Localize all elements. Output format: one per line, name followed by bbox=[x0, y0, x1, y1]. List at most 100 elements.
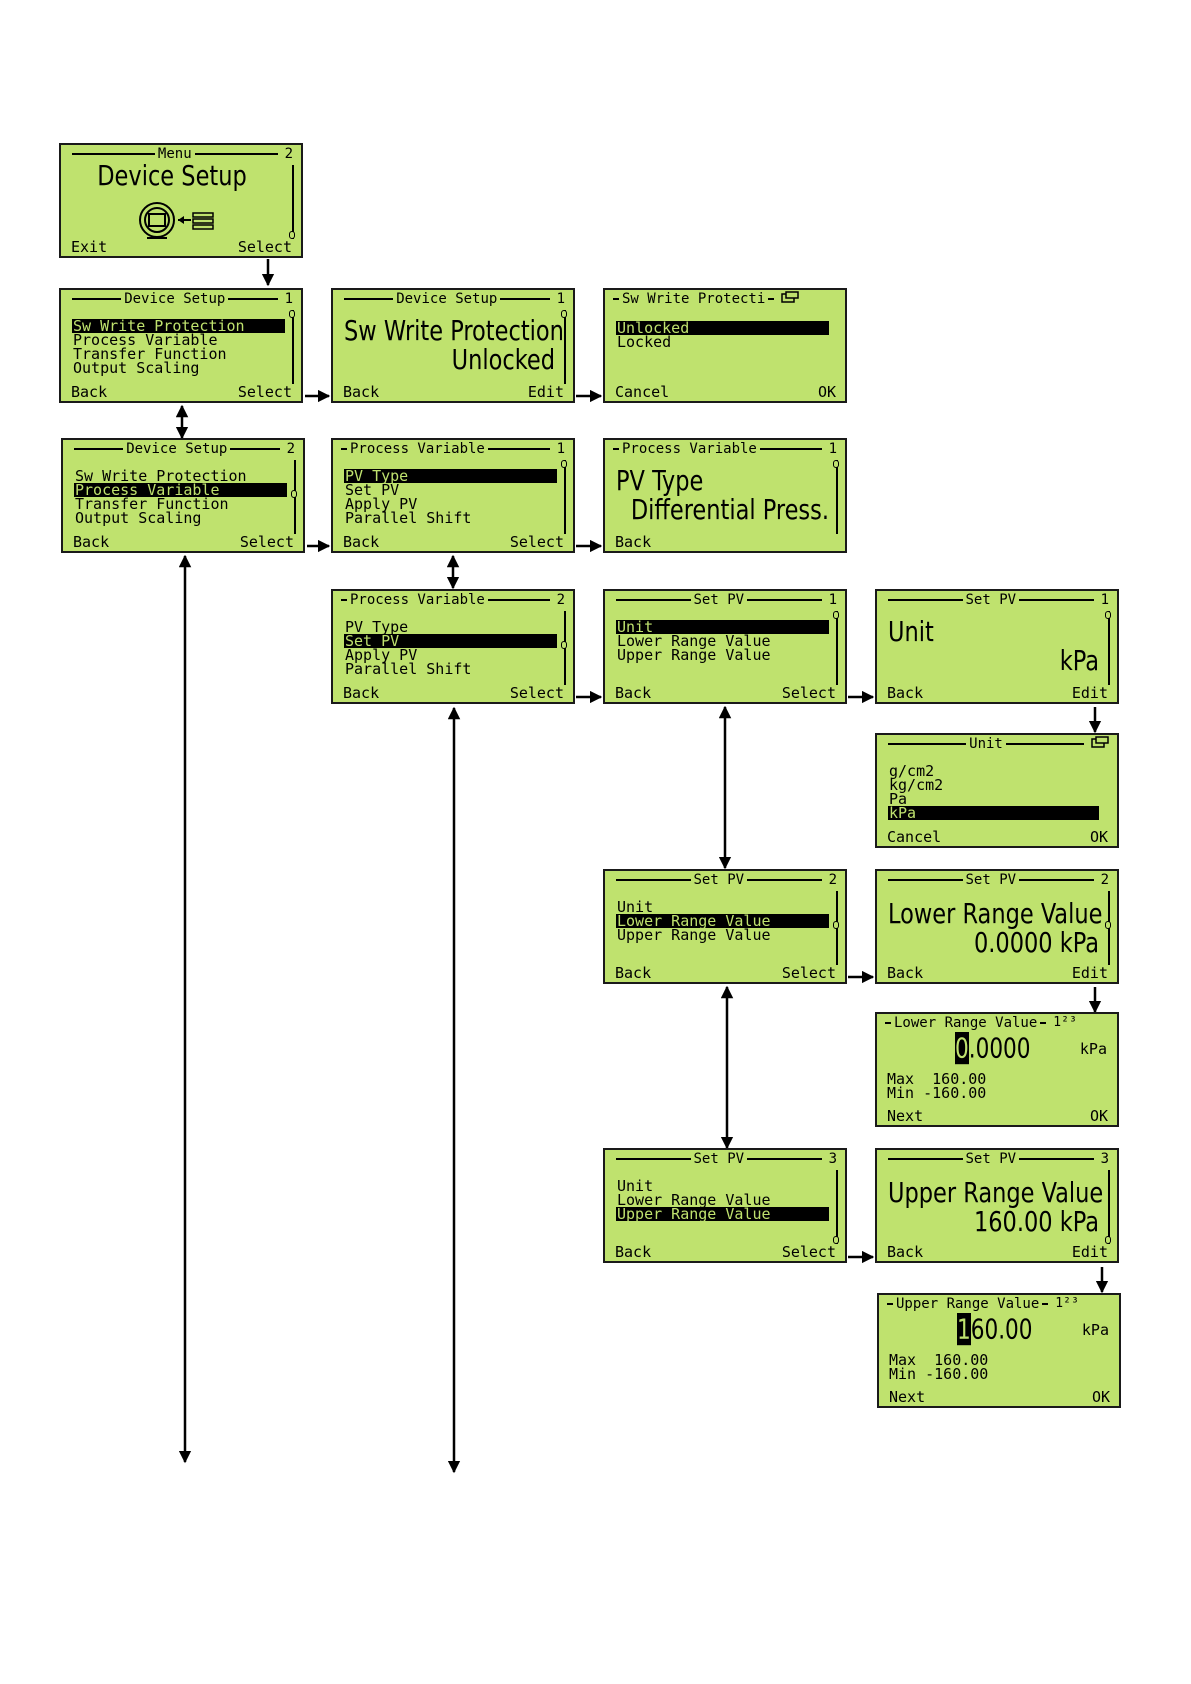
scrollbar[interactable] bbox=[1105, 1170, 1111, 1244]
scrollbar[interactable] bbox=[561, 611, 567, 685]
right-softkey[interactable]: Select bbox=[509, 684, 564, 702]
page-number: 3 bbox=[828, 1151, 838, 1167]
list-item[interactable]: PV Type bbox=[344, 469, 557, 484]
page-number: 2 bbox=[284, 146, 293, 162]
list-item[interactable]: Upper Range Value bbox=[617, 646, 771, 664]
list-item[interactable]: Locked bbox=[617, 333, 672, 351]
scrollbar[interactable] bbox=[291, 460, 297, 534]
list-item[interactable]: Upper Range Value bbox=[617, 926, 771, 944]
list-item[interactable]: Apply PV bbox=[345, 495, 418, 513]
screen-title: Set PV bbox=[693, 592, 745, 608]
page-number: 1 bbox=[828, 592, 838, 608]
digit-cursor[interactable]: 1 bbox=[957, 1313, 971, 1346]
list-item[interactable]: Unlocked bbox=[616, 321, 829, 336]
right-softkey[interactable]: Edit bbox=[527, 383, 564, 401]
page-number: 2 bbox=[286, 441, 295, 457]
list-item[interactable]: Unit bbox=[616, 620, 829, 635]
right-softkey[interactable]: Select bbox=[237, 238, 292, 256]
right-softkey[interactable]: Edit bbox=[1071, 1243, 1108, 1261]
left-softkey[interactable]: Next bbox=[889, 1388, 926, 1406]
softkey-bar: Back Select bbox=[615, 685, 836, 701]
screen-upper-range-value-edit: Upper Range Value 1²³ 160.00 kPa Max 160… bbox=[877, 1293, 1121, 1408]
list-item[interactable]: Lower Range Value bbox=[617, 632, 771, 650]
left-softkey[interactable]: Back bbox=[887, 684, 924, 702]
list-item[interactable]: Apply PV bbox=[345, 646, 418, 664]
left-softkey[interactable]: Back bbox=[615, 964, 652, 982]
list-item[interactable]: Transfer Function bbox=[75, 495, 229, 513]
list-item[interactable]: Output Scaling bbox=[73, 359, 200, 377]
screen-header: Set PV 1 bbox=[613, 592, 837, 608]
right-softkey[interactable]: Select bbox=[509, 533, 564, 551]
left-softkey[interactable]: Back bbox=[73, 533, 110, 551]
page-number: 1 bbox=[828, 441, 837, 457]
left-softkey[interactable]: Back bbox=[887, 1243, 924, 1261]
list-item[interactable]: kPa bbox=[888, 806, 1099, 821]
right-softkey[interactable]: Select bbox=[781, 964, 836, 982]
scrollbar[interactable] bbox=[289, 310, 295, 384]
right-softkey[interactable]: OK bbox=[1091, 1388, 1110, 1406]
list-item[interactable]: Lower Range Value bbox=[616, 914, 829, 929]
list-item[interactable]: Set PV bbox=[345, 481, 400, 499]
right-softkey[interactable]: Select bbox=[781, 1243, 836, 1261]
list-item[interactable]: Sw Write Protection bbox=[75, 467, 247, 485]
left-softkey[interactable]: Cancel bbox=[615, 383, 670, 401]
numeric-entry-field[interactable]: 0.0000 bbox=[955, 1032, 1031, 1065]
left-softkey[interactable]: Back bbox=[615, 1243, 652, 1261]
parameter-name: PV Type bbox=[616, 464, 704, 497]
list-item[interactable]: g/cm2 bbox=[889, 762, 935, 780]
list-item[interactable]: Unit bbox=[617, 1177, 654, 1195]
digit-cursor[interactable]: 0 bbox=[955, 1032, 969, 1065]
menu-heading: Device Setup bbox=[97, 159, 247, 192]
list-item[interactable]: Set PV bbox=[344, 634, 557, 649]
list-item[interactable]: Process Variable bbox=[74, 483, 287, 498]
list-item[interactable]: Sw Write Protection bbox=[72, 319, 285, 334]
screen-sw-write-protection-select: Sw Write Protecti Unlocked Locked Cancel… bbox=[603, 288, 847, 403]
list-item[interactable]: Unit bbox=[617, 898, 654, 916]
left-softkey[interactable]: Back bbox=[343, 684, 380, 702]
range-limits: Max 160.00 Min -160.00 bbox=[887, 1072, 986, 1101]
right-softkey[interactable]: OK bbox=[1089, 1107, 1108, 1125]
scrollbar[interactable] bbox=[833, 891, 839, 965]
right-softkey[interactable]: OK bbox=[1089, 828, 1108, 846]
left-softkey[interactable]: Back bbox=[887, 964, 924, 982]
left-softkey[interactable]: Back bbox=[615, 684, 652, 702]
softkey-bar: Back Select bbox=[615, 965, 836, 981]
scrollbar[interactable] bbox=[1105, 891, 1111, 965]
numeric-entry-field[interactable]: 160.00 bbox=[957, 1313, 1033, 1346]
scrollbar[interactable] bbox=[561, 460, 567, 534]
left-softkey[interactable]: Back bbox=[343, 533, 380, 551]
scrollbar[interactable] bbox=[833, 611, 839, 685]
left-softkey[interactable]: Cancel bbox=[887, 828, 942, 846]
list-item[interactable]: Lower Range Value bbox=[617, 1191, 771, 1209]
list-item[interactable]: Transfer Function bbox=[73, 345, 227, 363]
list-item[interactable]: Output Scaling bbox=[75, 509, 202, 527]
right-softkey[interactable]: Edit bbox=[1071, 684, 1108, 702]
left-softkey[interactable]: Back bbox=[71, 383, 108, 401]
list-item[interactable]: Process Variable bbox=[73, 331, 218, 349]
scrollbar[interactable] bbox=[289, 165, 295, 239]
scrollbar[interactable] bbox=[561, 310, 567, 384]
right-softkey[interactable]: OK bbox=[817, 383, 836, 401]
page-number: 3 bbox=[1100, 1151, 1110, 1167]
scrollbar[interactable] bbox=[833, 1170, 839, 1244]
left-softkey[interactable]: Back bbox=[615, 533, 652, 551]
list-item[interactable]: Upper Range Value bbox=[616, 1207, 829, 1222]
parameter-value: kPa bbox=[1059, 644, 1099, 677]
list-item[interactable]: Pa bbox=[889, 790, 908, 808]
left-softkey[interactable]: Back bbox=[343, 383, 380, 401]
list-item[interactable]: PV Type bbox=[345, 618, 409, 636]
left-softkey[interactable]: Exit bbox=[71, 238, 108, 256]
list-item[interactable]: kg/cm2 bbox=[889, 776, 944, 794]
scrollbar[interactable] bbox=[1105, 611, 1111, 685]
list-item[interactable]: Parallel Shift bbox=[345, 509, 472, 527]
right-softkey[interactable]: Select bbox=[237, 383, 292, 401]
right-softkey[interactable]: Edit bbox=[1071, 964, 1108, 982]
list-item[interactable]: Parallel Shift bbox=[345, 660, 472, 678]
right-softkey[interactable]: Select bbox=[781, 684, 836, 702]
left-softkey[interactable]: Next bbox=[887, 1107, 924, 1125]
scrollbar[interactable] bbox=[833, 460, 839, 534]
right-softkey[interactable]: Select bbox=[239, 533, 294, 551]
